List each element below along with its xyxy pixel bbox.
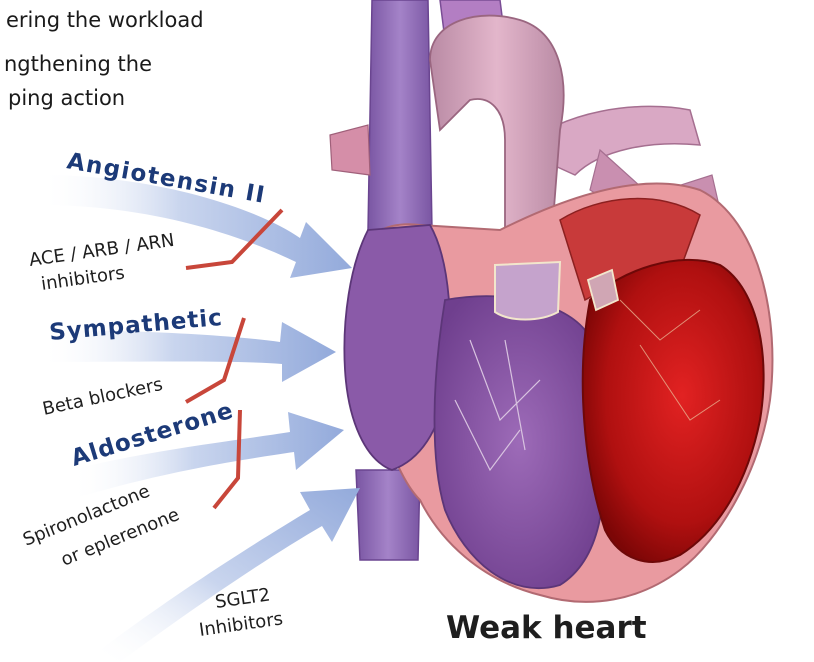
drug-label-sglt2-line2: Inhibitors xyxy=(198,608,285,641)
left-ventricle xyxy=(583,260,764,562)
pulmonary-veins-left xyxy=(330,125,370,175)
aortic-valve xyxy=(495,262,560,320)
drug-label-beta: Beta blockers xyxy=(41,374,165,420)
superior-vena-cava xyxy=(368,0,432,230)
caption-weak-heart: Weak heart xyxy=(446,610,647,646)
